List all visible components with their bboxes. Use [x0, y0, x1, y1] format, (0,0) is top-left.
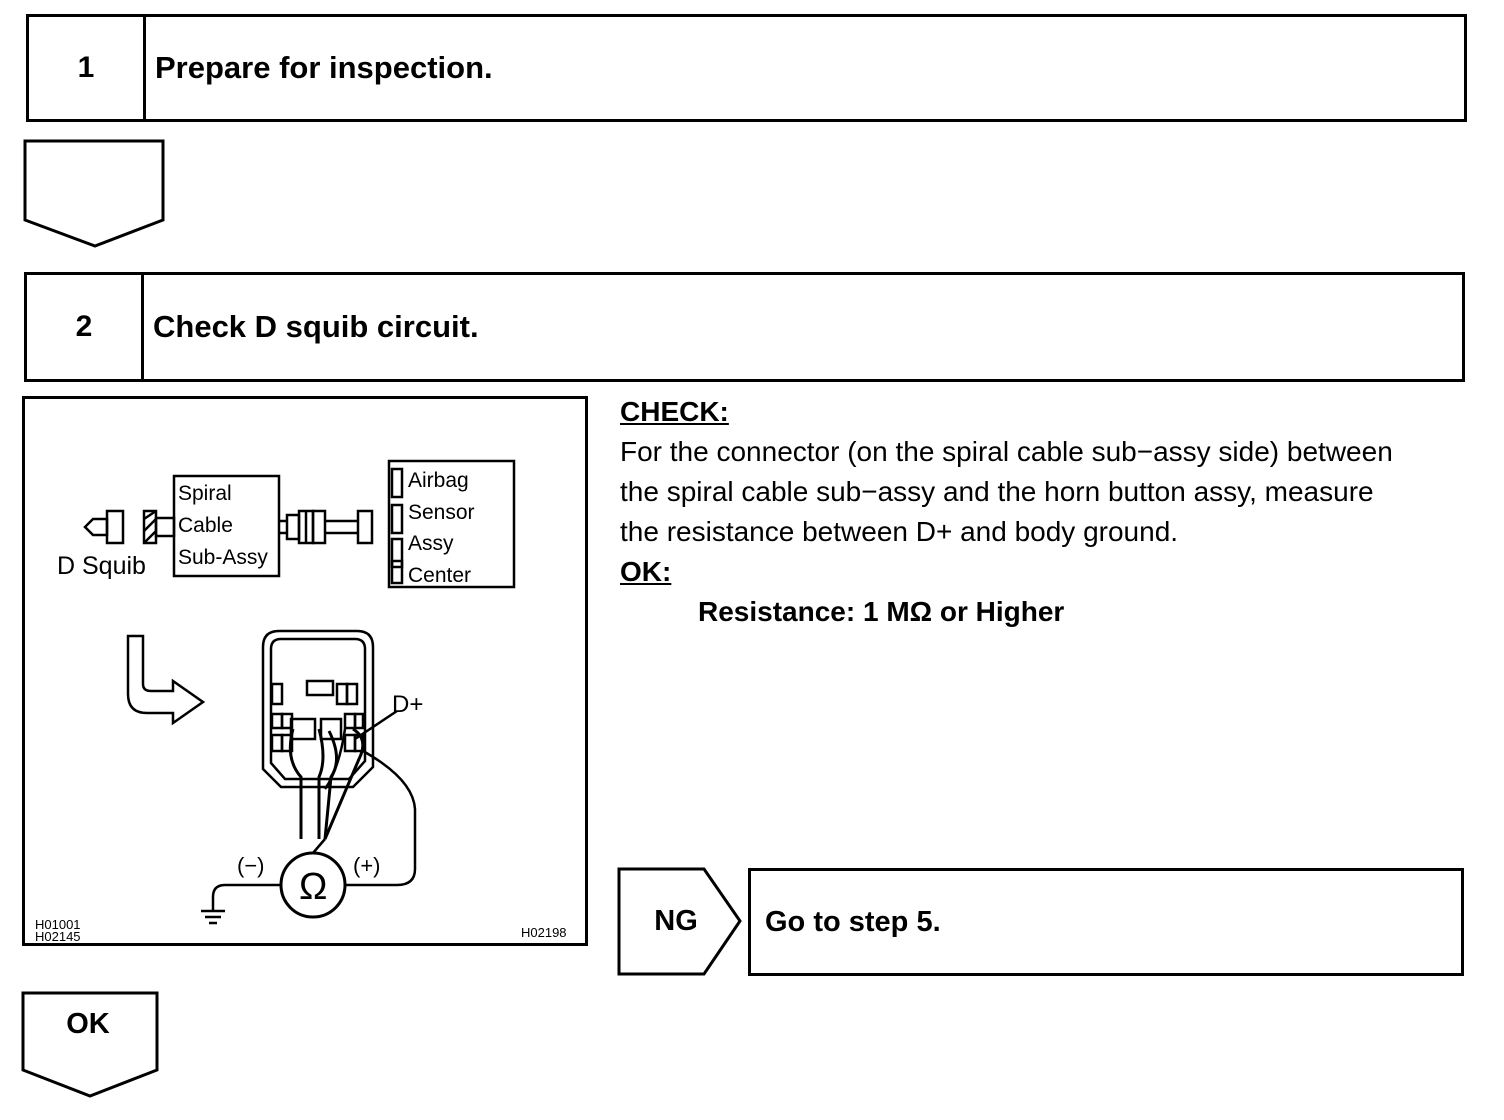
airbag-label-2: Sensor — [408, 501, 475, 524]
ok-down-arrow-icon — [21, 991, 159, 1098]
check-line-1: For the connector (on the spiral cable s… — [620, 436, 1393, 467]
check-section: CHECK: For the connector (on the spiral … — [620, 392, 1470, 632]
wiring-diagram-figure: D Squib Spiral Cable Sub-Assy Airbag Sen… — [22, 396, 588, 946]
d-plus-label: D+ — [392, 691, 423, 718]
ok-label: OK — [66, 1008, 110, 1040]
step-1-number: 1 — [29, 17, 146, 119]
check-line-2: the spiral cable sub−assy and the horn b… — [620, 476, 1374, 507]
resistance-spec: Resistance: 1 MΩ or Higher — [698, 596, 1065, 627]
figure-code-left-2: H02145 — [35, 929, 81, 943]
spiral-label-3: Sub-Assy — [178, 546, 268, 569]
squib-circuit-diagram: D Squib Spiral Cable Sub-Assy Airbag Sen… — [35, 459, 567, 943]
d-squib-label: D Squib — [57, 552, 146, 580]
airbag-label-4: Center — [408, 564, 471, 587]
check-line-3: the resistance between D+ and body groun… — [620, 516, 1179, 547]
step-2-number: 2 — [27, 275, 144, 379]
step-2-header: 2 Check D squib circuit. — [24, 272, 1465, 382]
spiral-label-1: Spiral — [178, 482, 232, 505]
step-1-header: 1 Prepare for inspection. — [26, 14, 1467, 122]
figure-code-left-1: H01001 — [35, 917, 81, 932]
plus-label: (+) — [353, 853, 381, 878]
flow-down-arrow-icon — [23, 139, 165, 248]
check-heading: CHECK: — [620, 396, 729, 427]
ng-label: NG — [654, 905, 698, 937]
ng-action-text: Go to step 5. — [765, 905, 941, 938]
step-2-title: Check D squib circuit. — [153, 309, 479, 344]
ohm-symbol: Ω — [299, 866, 327, 908]
minus-label: (−) — [237, 853, 265, 878]
ng-arrow-icon — [617, 867, 742, 976]
ng-action-box: Go to step 5. — [748, 868, 1464, 976]
figure-code-right: H02198 — [521, 925, 567, 940]
airbag-label-3: Assy — [408, 532, 454, 555]
airbag-label-1: Airbag — [408, 469, 469, 492]
step-1-title: Prepare for inspection. — [155, 50, 493, 85]
spiral-label-2: Cable — [178, 514, 233, 537]
ok-heading: OK: — [620, 556, 672, 587]
